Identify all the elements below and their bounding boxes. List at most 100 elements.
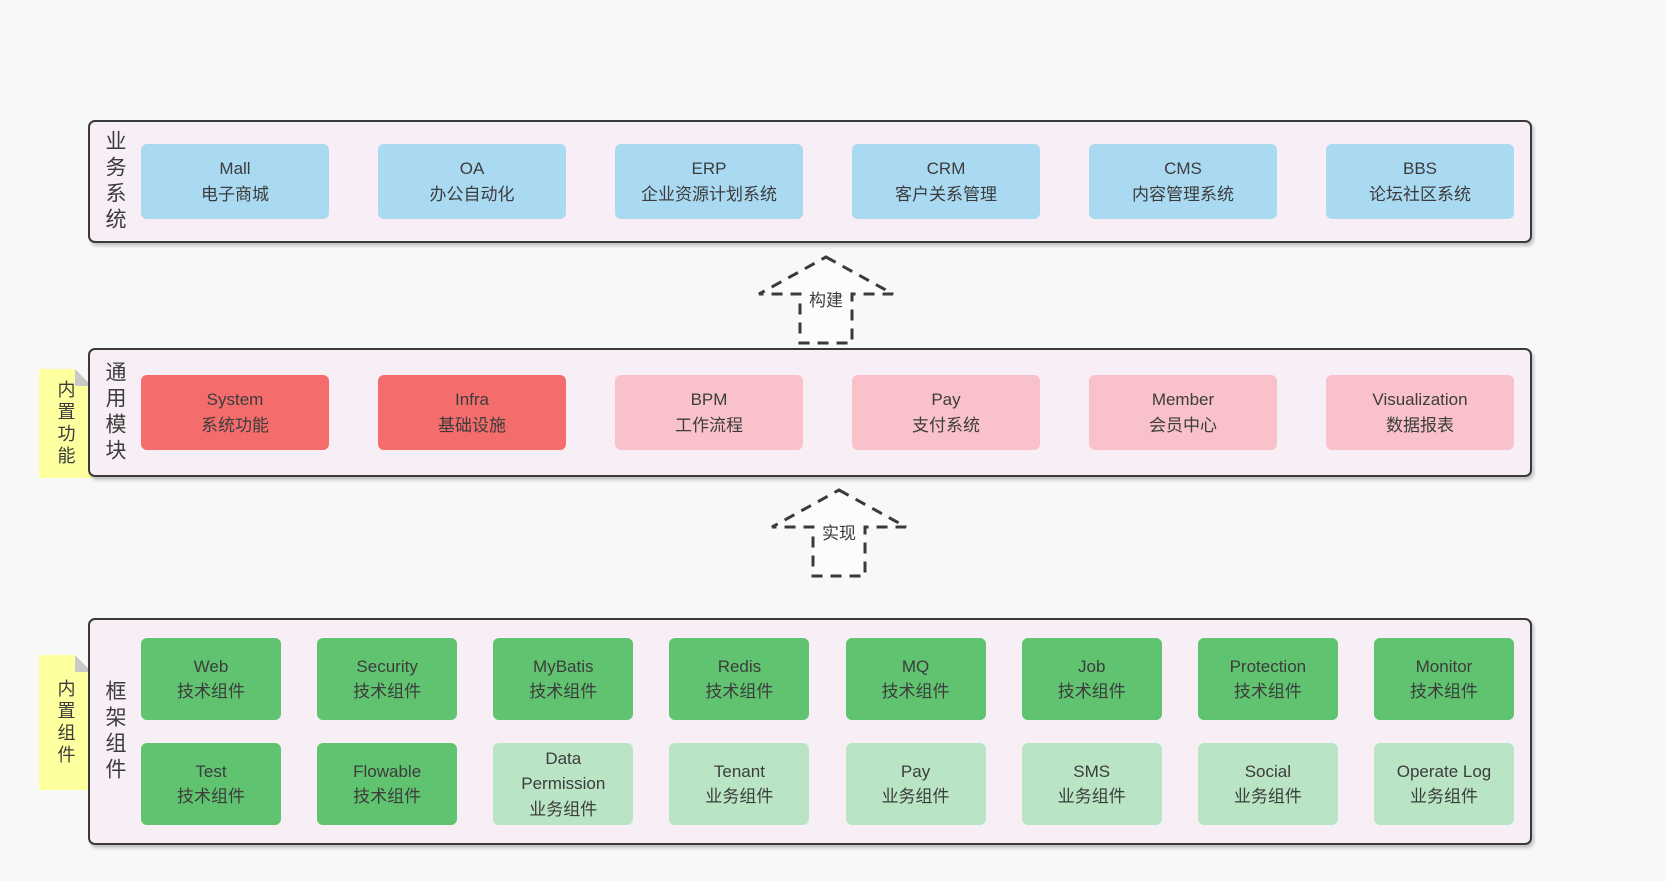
module-desc: 技术组件 (529, 682, 598, 701)
module-name: Pay (931, 390, 961, 409)
module-name: Data Permission (521, 748, 606, 794)
module-desc: 电子商城 (201, 184, 269, 204)
common-modules-row: System 系统功能 Infra 基础设施 BPM 工作流程 Pay 支付系统 Member 会… (141, 375, 1514, 450)
module-box-security: Security 技术组件 (317, 638, 458, 720)
arrow-label: 实现 (818, 518, 860, 545)
module-box-tenant: Tenant 业务组件 (669, 743, 810, 825)
up-arrow-build-icon: 构建 (756, 254, 896, 346)
band-label: 框架组件 (103, 679, 126, 784)
module-box-sms: SMS 业务组件 (1021, 743, 1162, 825)
module-box-system: System 系统功能 (141, 375, 329, 450)
module-name: Protection (1229, 656, 1307, 676)
sticky-note-text: 内置功能 (55, 379, 76, 468)
module-desc: 企业资源计划系统 (641, 184, 777, 204)
module-desc: 工作流程 (675, 415, 743, 435)
module-desc: 系统功能 (201, 415, 269, 435)
module-name: Job (1077, 656, 1106, 676)
module-name: System (206, 390, 264, 409)
module-desc: 会员中心 (1149, 415, 1217, 435)
module-desc: 技术组件 (353, 682, 422, 701)
module-name: MQ (901, 656, 930, 676)
module-box-redis: Redis 技术组件 (669, 638, 810, 720)
module-box-infra: Infra 基础设施 (378, 375, 566, 450)
module-box-data-permission: Data Permission 业务组件 (493, 743, 634, 825)
up-arrow-implement-icon: 实现 (769, 487, 909, 579)
module-box-pay: Pay 支付系统 (852, 375, 1040, 450)
module-box-operate-log: Operate Log 业务组件 (1373, 743, 1514, 825)
module-box-oa: OA 办公自动化 (378, 144, 566, 219)
module-name: Web (193, 656, 229, 676)
band-label: 通用模块 (103, 360, 126, 465)
module-name: SMS (1073, 761, 1111, 781)
module-name: BPM (690, 390, 728, 409)
module-desc: 业务组件 (529, 799, 598, 819)
module-desc: 业务组件 (1233, 787, 1302, 806)
module-desc: 技术组件 (177, 787, 245, 806)
module-name: Mall (219, 159, 251, 178)
module-desc: 技术组件 (1233, 682, 1302, 701)
band-common-modules: 通用模块 System 系统功能 Infra 基础设施 BPM 工作流程 Pay 支付系统 Me… (88, 348, 1532, 477)
module-desc: 论坛社区系统 (1369, 184, 1471, 204)
sticky-note-text: 内置组件 (55, 678, 76, 767)
module-box-flowable: Flowable 技术组件 (317, 743, 458, 825)
module-desc: 数据报表 (1386, 415, 1454, 435)
module-name: Pay (900, 761, 931, 781)
module-desc: 技术组件 (705, 682, 774, 701)
module-box-social: Social 业务组件 (1197, 743, 1338, 825)
sticky-note-built-in-functions: 内置功能 (39, 369, 92, 478)
module-box-mybatis: MyBatis 技术组件 (493, 638, 634, 720)
module-box-mall: Mall 电子商城 (141, 144, 329, 219)
module-name: Redis (717, 656, 762, 676)
module-name: Social (1244, 761, 1291, 781)
module-box-member: Member 会员中心 (1089, 375, 1277, 450)
module-desc: 业务组件 (1409, 787, 1478, 806)
module-box-crm: CRM 客户关系管理 (852, 144, 1040, 219)
module-desc: 支付系统 (912, 415, 980, 435)
module-name: Flowable (353, 761, 422, 781)
module-name: OA (459, 159, 485, 178)
band-business-systems: 业务系统 Mall 电子商城 OA 办公自动化 ERP 企业资源计划系统 CRM 客户关系管理… (88, 120, 1532, 243)
module-name: Operate Log (1396, 761, 1492, 781)
module-desc: 技术组件 (177, 682, 245, 701)
module-desc: 基础设施 (438, 415, 506, 435)
module-name: Tenant (713, 761, 765, 781)
module-box-web: Web 技术组件 (141, 638, 281, 720)
module-box-pay-biz: Pay 业务组件 (845, 743, 986, 825)
module-name: CRM (926, 159, 966, 178)
module-desc: 业务组件 (881, 787, 950, 806)
band-label: 业务系统 (103, 129, 126, 234)
module-box-bpm: BPM 工作流程 (615, 375, 803, 450)
arrow-label: 构建 (805, 285, 847, 312)
module-name: Infra (454, 390, 490, 409)
module-name: Member (1151, 390, 1215, 409)
module-desc: 业务组件 (1057, 787, 1126, 806)
module-box-protection: Protection 技术组件 (1197, 638, 1338, 720)
module-name: Security (356, 656, 418, 676)
module-desc: 内容管理系统 (1132, 184, 1234, 204)
module-name: Test (195, 761, 227, 781)
module-box-job: Job 技术组件 (1021, 638, 1162, 720)
business-systems-row: Mall 电子商城 OA 办公自动化 ERP 企业资源计划系统 CRM 客户关系管理 CMS 内容… (141, 144, 1514, 219)
module-box-test: Test 技术组件 (141, 743, 281, 825)
module-desc: 技术组件 (353, 787, 422, 806)
module-name: MyBatis (533, 656, 594, 676)
module-desc: 技术组件 (881, 682, 950, 701)
module-desc: 技术组件 (1057, 682, 1126, 701)
module-box-bbs: BBS 论坛社区系统 (1326, 144, 1514, 219)
sticky-note-built-in-components: 内置组件 (39, 655, 92, 790)
module-name: Monitor (1415, 656, 1473, 676)
module-name: BBS (1402, 159, 1438, 178)
module-name: ERP (691, 159, 727, 178)
module-box-erp: ERP 企业资源计划系统 (615, 144, 803, 219)
module-desc: 技术组件 (1409, 682, 1478, 701)
module-desc: 业务组件 (705, 787, 774, 806)
module-desc: 办公自动化 (429, 184, 515, 204)
module-box-mq: MQ 技术组件 (845, 638, 986, 720)
module-name: CMS (1164, 159, 1202, 178)
module-desc: 客户关系管理 (895, 184, 997, 204)
